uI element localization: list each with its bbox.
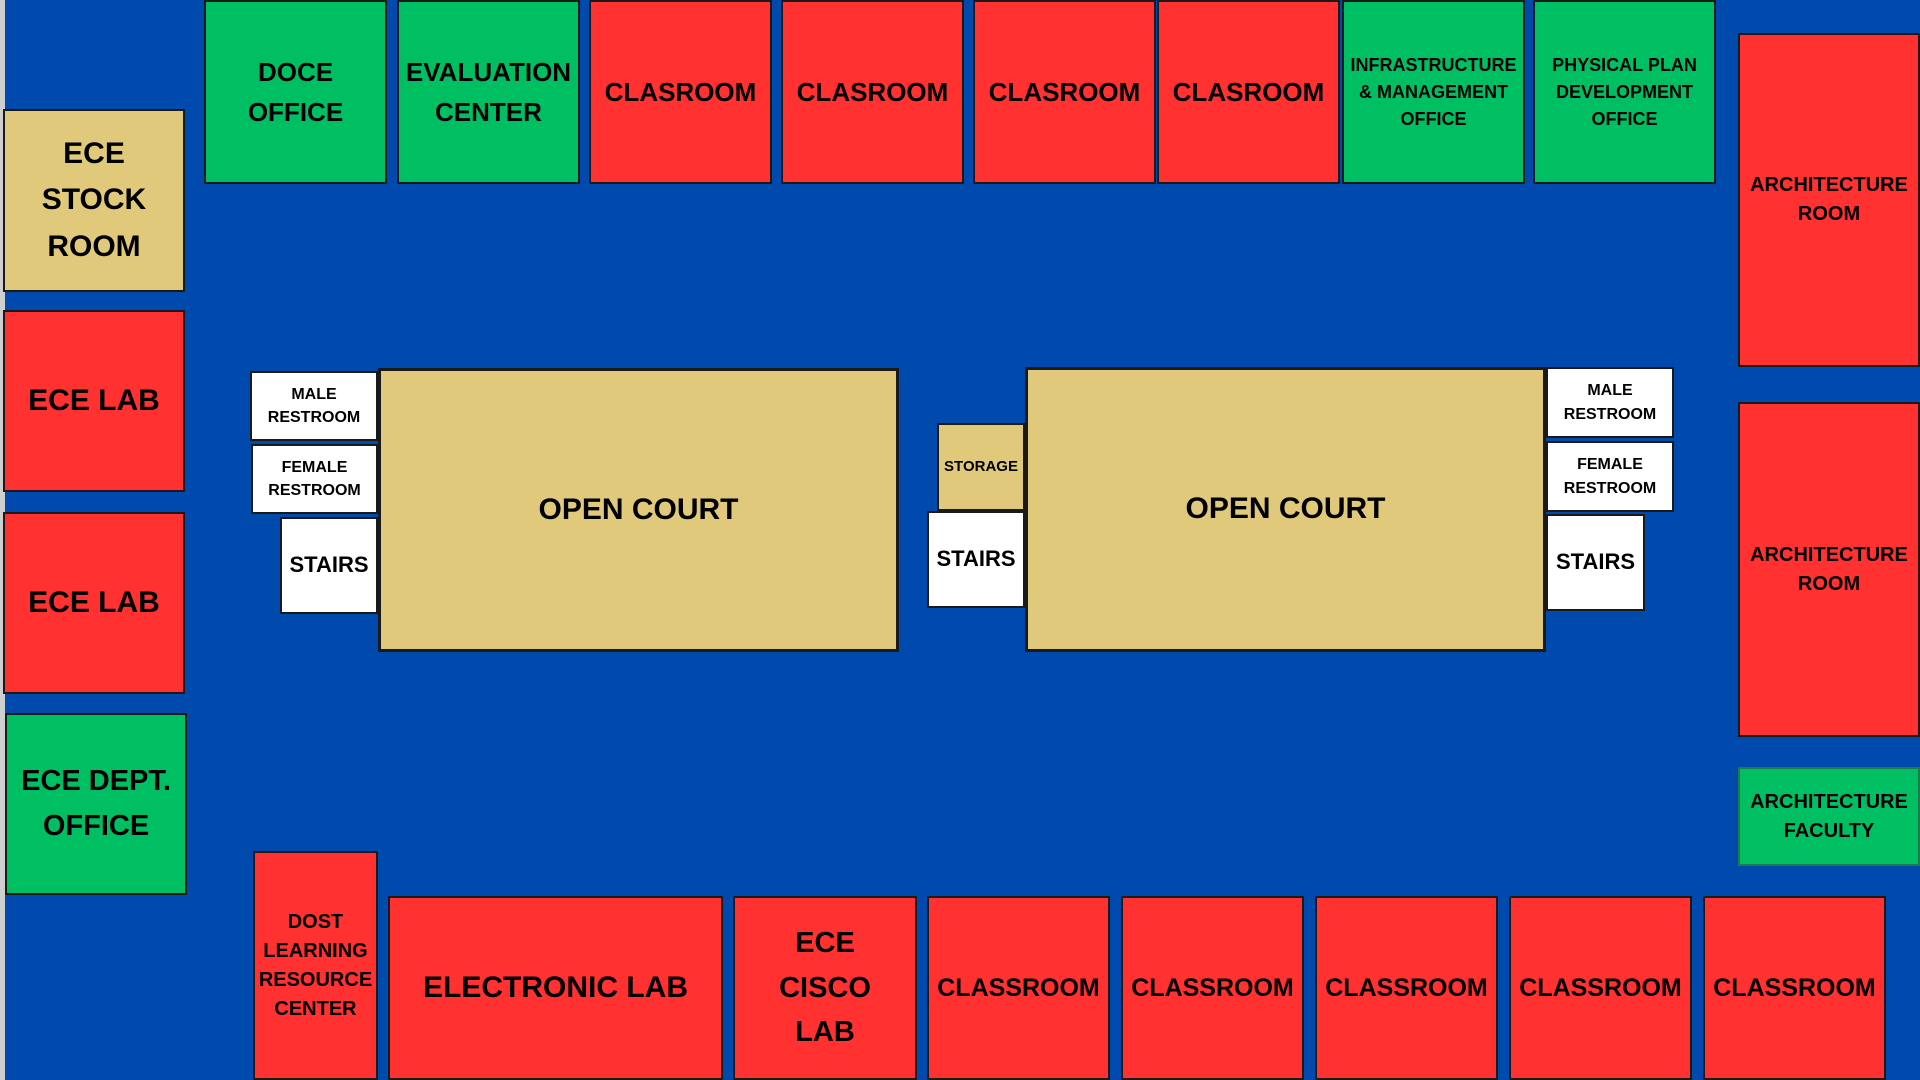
ece-lab-room-1: ECE LAB [3, 310, 185, 492]
open-court-left: OPEN COURT [378, 368, 899, 652]
doce-office: DOCE OFFICE [204, 0, 387, 184]
physical-plan-development-office: PHYSICAL PLAN DEVELOPMENT OFFICE [1533, 0, 1716, 184]
female-restroom-right: FEMALE RESTROOM [1546, 441, 1674, 512]
architecture-room-2: ARCHITECTURE ROOM [1738, 402, 1920, 737]
classroom-4: CLASSROOM [1509, 896, 1692, 1080]
stairs-center: STAIRS [927, 511, 1025, 608]
female-restroom-left: FEMALE RESTROOM [251, 444, 378, 514]
architecture-room-1: ARCHITECTURE ROOM [1738, 33, 1920, 367]
classroom-1: CLASSROOM [927, 896, 1110, 1080]
classroom-2: CLASSROOM [1121, 896, 1304, 1080]
ece-cisco-lab: ECE CISCO LAB [733, 896, 917, 1080]
stairs-left: STAIRS [280, 517, 378, 614]
ece-dept-office: ECE DEPT. OFFICE [5, 713, 187, 895]
open-court-right: OPEN COURT [1025, 367, 1546, 652]
architecture-faculty: ARCHITECTURE FACULTY [1738, 767, 1920, 866]
clasroom-2: CLASROOM [781, 0, 964, 184]
clasroom-1: CLASROOM [589, 0, 772, 184]
left-edge-strip [0, 0, 5, 1080]
clasroom-3: CLASROOM [973, 0, 1156, 184]
classroom-5: CLASSROOM [1703, 896, 1886, 1080]
ece-lab-room-2: ECE LAB [3, 512, 185, 694]
electronic-lab: ELECTRONIC LAB [388, 896, 723, 1080]
male-restroom-left: MALE RESTROOM [250, 371, 378, 441]
ece-stock-room: ECE STOCK ROOM [3, 109, 185, 292]
stairs-right: STAIRS [1546, 514, 1645, 611]
classroom-3: CLASSROOM [1315, 896, 1498, 1080]
clasroom-4: CLASROOM [1157, 0, 1340, 184]
storage-room: STORAGE [937, 423, 1025, 511]
male-restroom-right: MALE RESTROOM [1546, 367, 1674, 438]
evaluation-center: EVALUATION CENTER [397, 0, 580, 184]
infrastructure-management-office: INFRASTRUCTURE & MANAGEMENT OFFICE [1342, 0, 1525, 184]
dost-learning-resource-center: DOST LEARNING RESOURCE CENTER [253, 851, 378, 1080]
